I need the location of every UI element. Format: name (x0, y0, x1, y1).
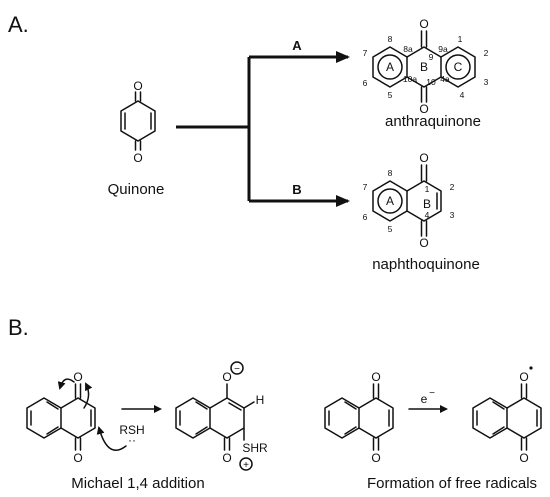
position-number: 5 (388, 90, 393, 100)
negative-charge (230, 361, 244, 375)
positive-charge (239, 457, 253, 471)
anthraquinone-structure: O O A B C 1 2 3 4 4a 5 6 7 8 8a 9 9a 10 … (363, 17, 489, 116)
oxygen-atom: O (419, 236, 428, 250)
position-number: 8 (388, 168, 393, 178)
position-number: 2 (450, 182, 455, 192)
quinone-label: Quinone (108, 181, 165, 198)
oxygen-atom: O (222, 370, 231, 384)
position-number: 4 (460, 90, 465, 100)
naphthoquinone-structure: O O A B 1 2 3 4 5 6 7 8 (363, 151, 455, 250)
ring-label-a: A (386, 60, 394, 74)
oxygen-atom: O (519, 370, 528, 384)
free-radicals-label: Formation of free radicals (367, 475, 537, 492)
path-a-label: A (292, 38, 302, 53)
position-number: 3 (450, 210, 455, 220)
position-number: 9a (438, 44, 448, 54)
naphthoquinone-reactant: O O (26, 370, 96, 465)
nucleophile-arrow (96, 426, 127, 451)
anthraquinone-label: anthraquinone (385, 113, 481, 130)
position-number: 4 (425, 210, 430, 220)
radical-product: O O (472, 366, 542, 465)
naphthoquinone-label: naphthoquinone (372, 256, 480, 273)
oxygen-atom: O (133, 151, 142, 165)
position-number: 5 (388, 224, 393, 234)
position-number: 8a (403, 44, 413, 54)
position-number: 4a (440, 74, 450, 84)
oxygen-atom: O (419, 17, 428, 31)
ring-label-b: B (423, 197, 431, 211)
position-number: 1 (458, 34, 463, 44)
position-number: 9 (429, 52, 434, 62)
position-number: 10a (403, 74, 417, 84)
enolate-product: O O H SHR − + (175, 361, 268, 471)
oxygen-atom: O (371, 451, 380, 465)
plus-sign: + (243, 460, 249, 471)
lone-pair: ·· (128, 433, 136, 447)
oxygen-atom: O (133, 79, 142, 93)
ring-label-b: B (420, 60, 428, 74)
electron-charge: − (429, 388, 435, 399)
quinone-structure: O O (120, 79, 156, 165)
oxygen-atom: O (419, 151, 428, 165)
ring-label-c: C (454, 60, 463, 74)
ring-label-a: A (386, 194, 394, 208)
radical-reactant: O O (324, 370, 394, 465)
reaction-arrows (176, 51, 350, 207)
position-number: 10 (426, 77, 436, 87)
position-number: 7 (363, 182, 368, 192)
shr-label: SHR (242, 441, 268, 455)
panel-label-a: A. (8, 12, 29, 37)
oxygen-atom: O (73, 370, 82, 384)
minus-sign: − (234, 364, 240, 375)
position-number: 7 (363, 48, 368, 58)
position-number: 8 (388, 34, 393, 44)
panel-label-b: B. (8, 315, 29, 340)
electron-label: e (421, 392, 428, 406)
position-number: 6 (363, 212, 368, 222)
position-number: 6 (363, 78, 368, 88)
michael-addition-label: Michael 1,4 addition (71, 475, 204, 492)
position-number: 3 (484, 77, 489, 87)
oxygen-atom: O (73, 451, 82, 465)
oxygen-atom: O (371, 370, 380, 384)
position-number: 2 (484, 48, 489, 58)
position-number: 1 (425, 184, 430, 194)
rsh-label: RSH (119, 423, 144, 437)
oxygen-atom: O (519, 451, 528, 465)
radical-dot (529, 366, 533, 370)
hydrogen-atom: H (256, 393, 265, 407)
path-b-label: B (292, 182, 301, 197)
oxygen-atom: O (222, 451, 231, 465)
oxygen-atom: O (419, 102, 428, 116)
